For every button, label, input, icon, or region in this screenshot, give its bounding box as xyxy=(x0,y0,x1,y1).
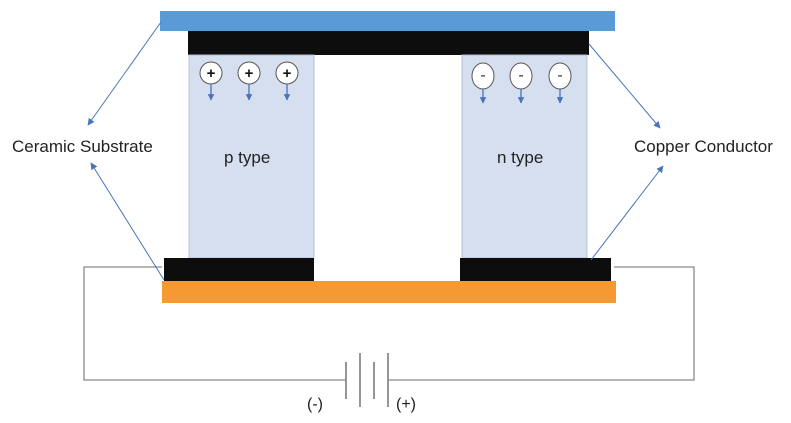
pointer-arrow xyxy=(87,21,162,126)
hole-sign: + xyxy=(245,65,254,82)
hole-carrier: + xyxy=(275,61,299,101)
n-type-label: n type xyxy=(497,148,543,167)
copper-conductor-label: Copper Conductor xyxy=(634,137,773,156)
electron-carrier: - xyxy=(471,62,495,104)
pointer-arrow xyxy=(588,43,661,129)
hole-sign: + xyxy=(283,65,292,82)
electron-carrier: - xyxy=(509,62,533,104)
pointer-arrow xyxy=(590,165,664,261)
circuit-wire xyxy=(388,266,695,381)
p-type-label: p type xyxy=(224,148,270,167)
hole-sign: + xyxy=(207,65,216,82)
bottom-right-copper-conductor xyxy=(460,258,611,281)
bottom-left-copper-conductor xyxy=(164,258,314,281)
electron-sign: - xyxy=(557,67,562,84)
top-ceramic-substrate xyxy=(160,11,615,31)
bottom-ceramic-substrate xyxy=(162,281,616,303)
circuit-wire xyxy=(83,266,346,381)
electron-carrier: - xyxy=(548,62,572,104)
ceramic-substrate-label: Ceramic Substrate xyxy=(12,137,153,156)
positive-terminal-label: (+) xyxy=(396,396,416,413)
battery-icon xyxy=(345,353,389,407)
hole-carrier: + xyxy=(199,61,223,101)
top-copper-conductor xyxy=(188,31,589,55)
electron-sign: - xyxy=(518,67,523,84)
pointer-arrow xyxy=(90,162,165,281)
hole-carrier: + xyxy=(237,61,261,101)
electron-sign: - xyxy=(480,67,485,84)
negative-terminal-label: (-) xyxy=(307,396,323,413)
